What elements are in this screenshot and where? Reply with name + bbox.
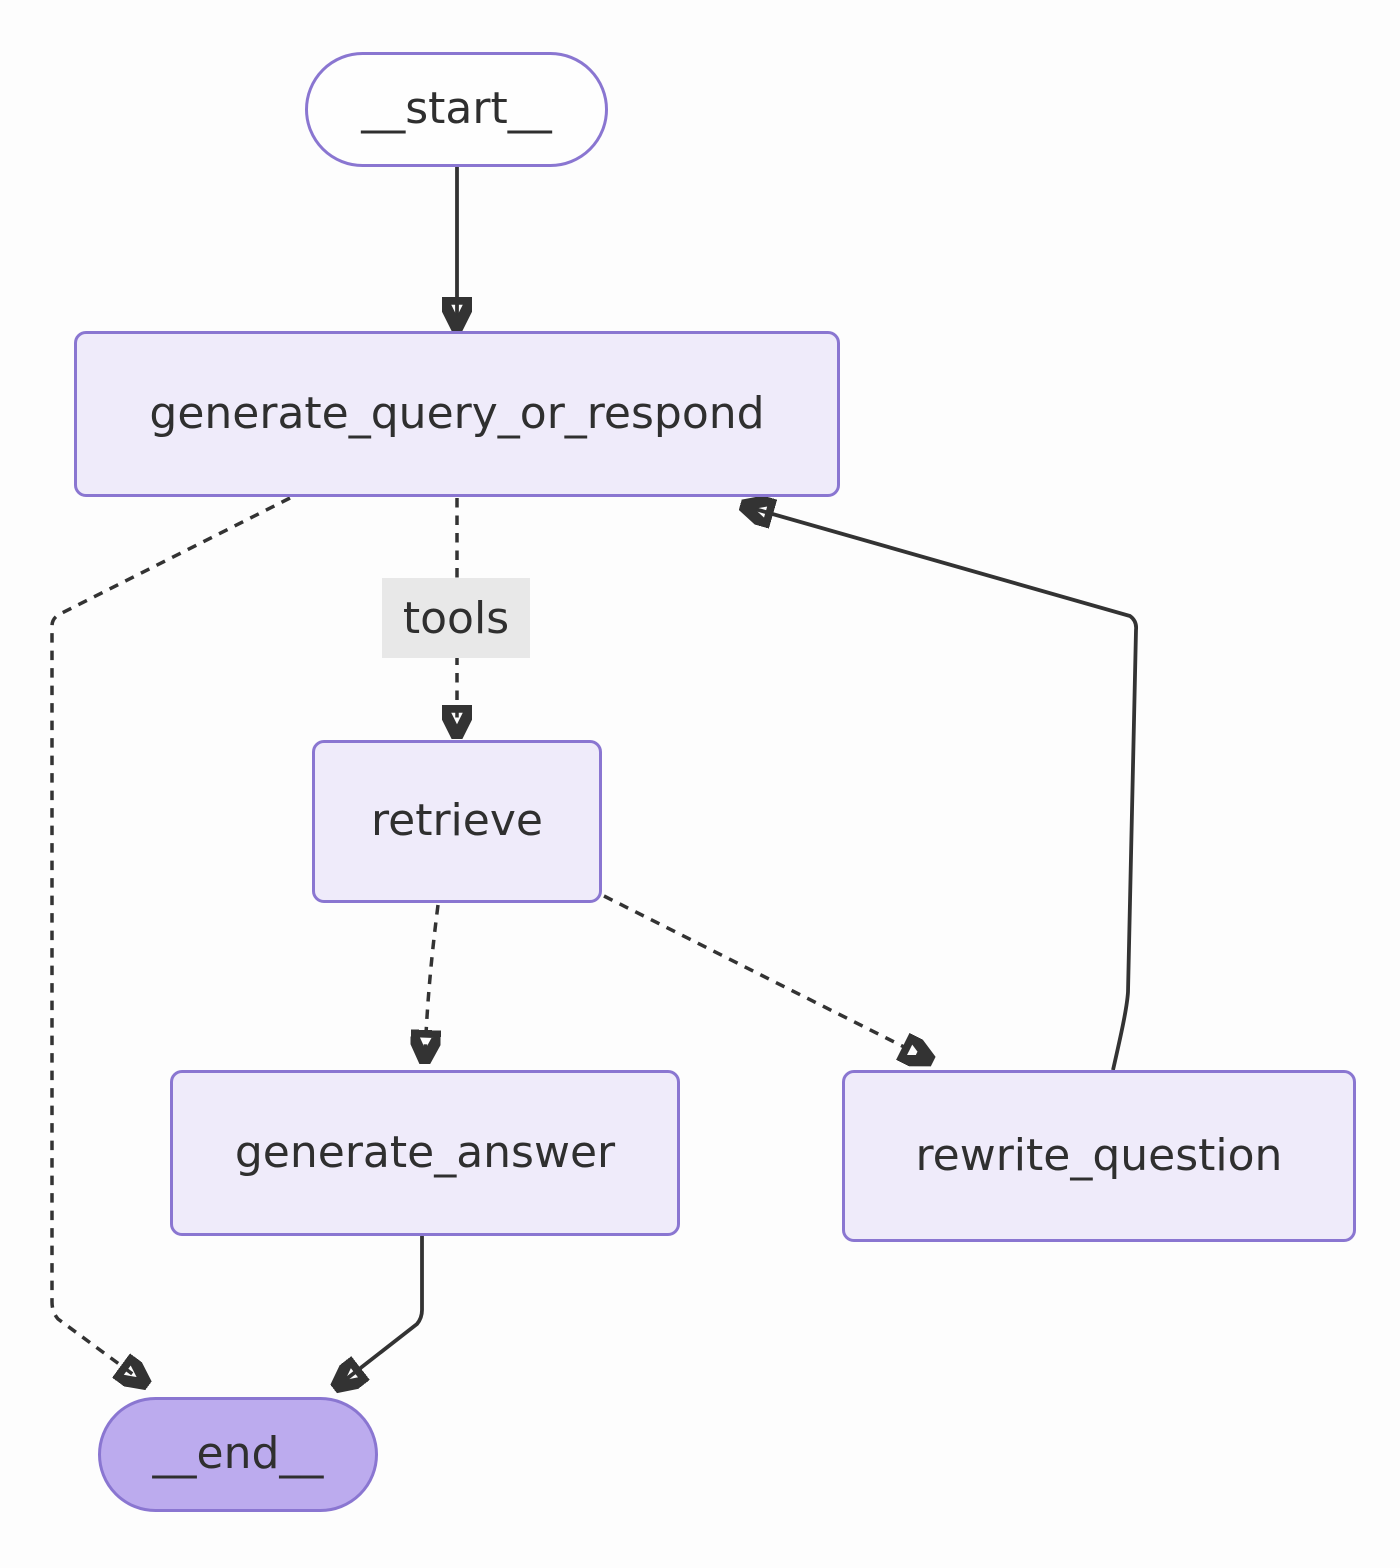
edge-rewrite-question-to-generate-query-or-respond xyxy=(748,507,1139,1071)
node-retrieve: retrieve xyxy=(312,740,602,903)
node-end: __end__ xyxy=(98,1397,378,1512)
node-generate-query-or-respond-label: generate_query_or_respond xyxy=(149,387,765,439)
edge-retrieve-to-rewrite-question xyxy=(603,894,926,1058)
node-retrieve-label: retrieve xyxy=(371,795,543,847)
edge-generate-query-or-respond-to-end xyxy=(50,496,291,1381)
node-start: __start__ xyxy=(305,52,608,167)
node-start-label: __start__ xyxy=(361,83,552,135)
edge-generate-answer-to-end xyxy=(340,1236,424,1384)
edge-label-tools: tools xyxy=(382,578,530,658)
node-generate-answer: generate_answer xyxy=(170,1070,680,1236)
node-generate-query-or-respond: generate_query_or_respond xyxy=(74,331,840,497)
node-rewrite-question-label: rewrite_question xyxy=(915,1129,1283,1181)
edge-retrieve-to-generate-answer xyxy=(425,904,438,1056)
node-end-label: __end__ xyxy=(152,1428,324,1480)
node-generate-answer-label: generate_answer xyxy=(234,1126,616,1178)
node-rewrite-question: rewrite_question xyxy=(842,1070,1356,1242)
